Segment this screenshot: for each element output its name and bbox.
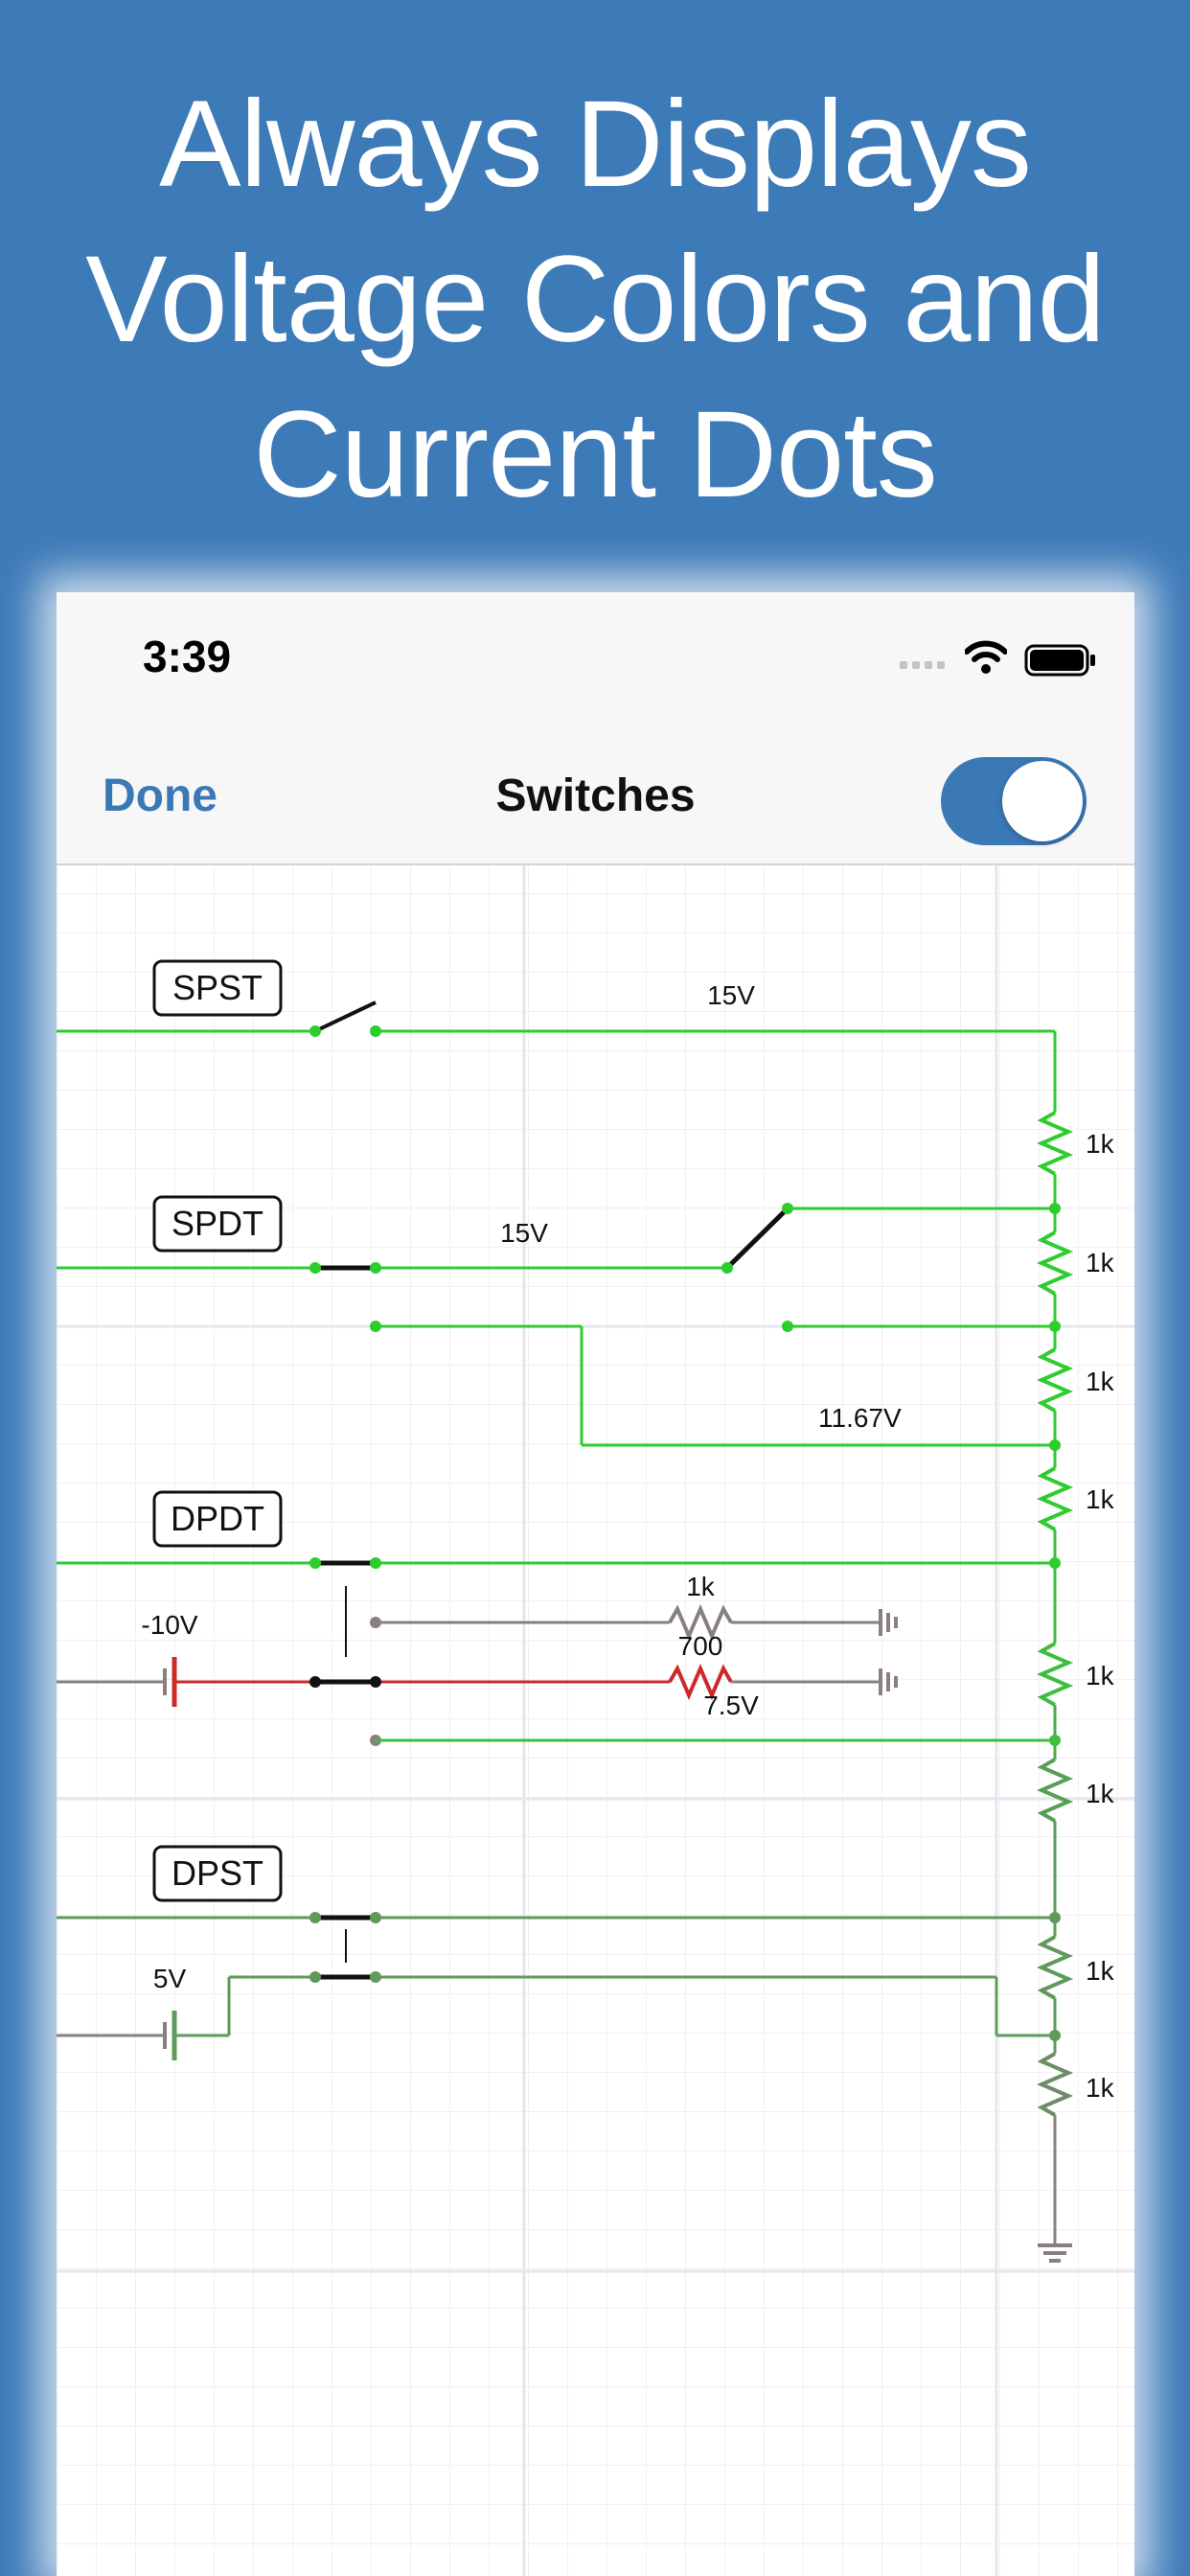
lower-load-label: 700 [678,1631,723,1661]
done-button[interactable]: Done [103,770,217,821]
status-bar: 3:39 [57,592,1134,726]
ladder-r3-label: 1k [1086,1367,1115,1396]
status-time: 3:39 [143,632,232,681]
headline: Always Displays Voltage Colors and Curre… [0,67,1190,533]
ladder-r6-label: 1k [1086,1779,1115,1808]
circuit-diagram: SPST 15V [57,865,1134,2576]
circuit-canvas[interactable]: SPST 15V [57,865,1134,2576]
phone-screen: 3:39 Done Switches [57,592,1134,2576]
ladder-r5-label: 1k [1086,1661,1115,1690]
dpst-circuit[interactable]: 5V DPST [57,1845,1055,2060]
dpdt-label: DPDT [171,1499,264,1538]
headline-line-1: Always Displays [159,76,1032,213]
dpst-label-box [152,1845,283,1902]
spst-circuit[interactable]: SPST 15V [57,959,1057,1095]
dpst-label: DPST [172,1853,263,1893]
signal-icon [900,661,945,669]
spdt-label: SPDT [172,1204,263,1243]
battery-icon [1024,644,1095,677]
wifi-icon [965,640,1007,674]
nav-bar: Done Switches [57,726,1134,865]
spdt-voltage-label: 15V [500,1218,548,1248]
neg-source-label: -10V [141,1610,197,1640]
ladder-r4-label: 1k [1086,1484,1115,1514]
toggle-knob [1002,761,1083,841]
ladder-r7-label: 1k [1086,1956,1115,1986]
upper-load-label: 1k [686,1572,716,1601]
divider-voltage-label: 11.67V [818,1403,902,1433]
voltage-toggle[interactable] [941,757,1087,845]
headline-line-2: Voltage Colors and [85,231,1106,368]
spst-voltage-label: 15V [707,980,755,1010]
spdt-circuit[interactable]: SPDT 15V 11.67V [57,1195,1055,1447]
nav-title: Switches [495,770,696,821]
dpdt-voltage-label: 7.5V [703,1690,759,1720]
spst-label: SPST [172,968,263,1007]
ladder-r8-label: 1k [1086,2073,1115,2103]
dpdt-circuit[interactable]: 1k 700 -10V 7.5V [57,1490,1055,1746]
spst-label-box [152,959,283,1017]
spdt-label-box [152,1195,283,1253]
dpst-source-label: 5V [153,1964,187,1993]
ladder-r2-label: 1k [1086,1248,1115,1277]
headline-line-3: Current Dots [253,386,938,523]
dpdt-label-box [152,1490,283,1548]
ladder-r1-label: 1k [1086,1129,1115,1159]
resistor-ladder[interactable]: 1k 1k 1k 1k 1k 1k 1k 1k [1036,1095,1115,2263]
